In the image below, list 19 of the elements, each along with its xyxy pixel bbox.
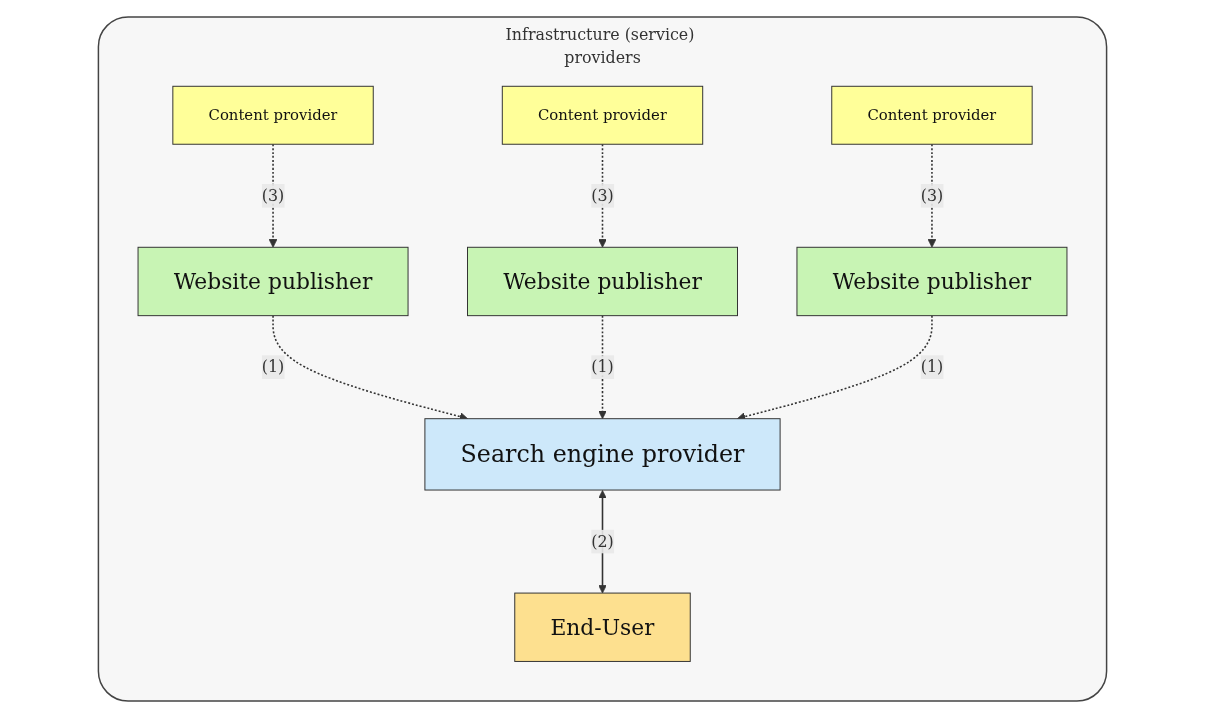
arrow xyxy=(927,142,937,248)
edge-label: (2) xyxy=(591,531,614,550)
node-box: Search engine provider xyxy=(424,417,781,491)
edge-label: (1) xyxy=(591,356,614,376)
node-box: Content provider xyxy=(831,85,1033,145)
node-box: End-User xyxy=(514,592,691,662)
edge-label: (3) xyxy=(920,185,944,205)
arrow xyxy=(268,142,278,248)
arrow xyxy=(598,142,607,248)
edge-label: (1) xyxy=(261,356,285,376)
edge-label: (3) xyxy=(261,185,285,205)
edge-label: (3) xyxy=(591,185,614,205)
edge-label: (1) xyxy=(920,356,944,376)
node-box: Website publisher xyxy=(796,246,1068,316)
arrow xyxy=(598,489,607,593)
node-box: Website publisher xyxy=(137,246,409,316)
node-box: Website publisher xyxy=(467,246,738,316)
node-box: Content provider xyxy=(172,85,374,145)
node-box: Content provider xyxy=(501,85,704,145)
